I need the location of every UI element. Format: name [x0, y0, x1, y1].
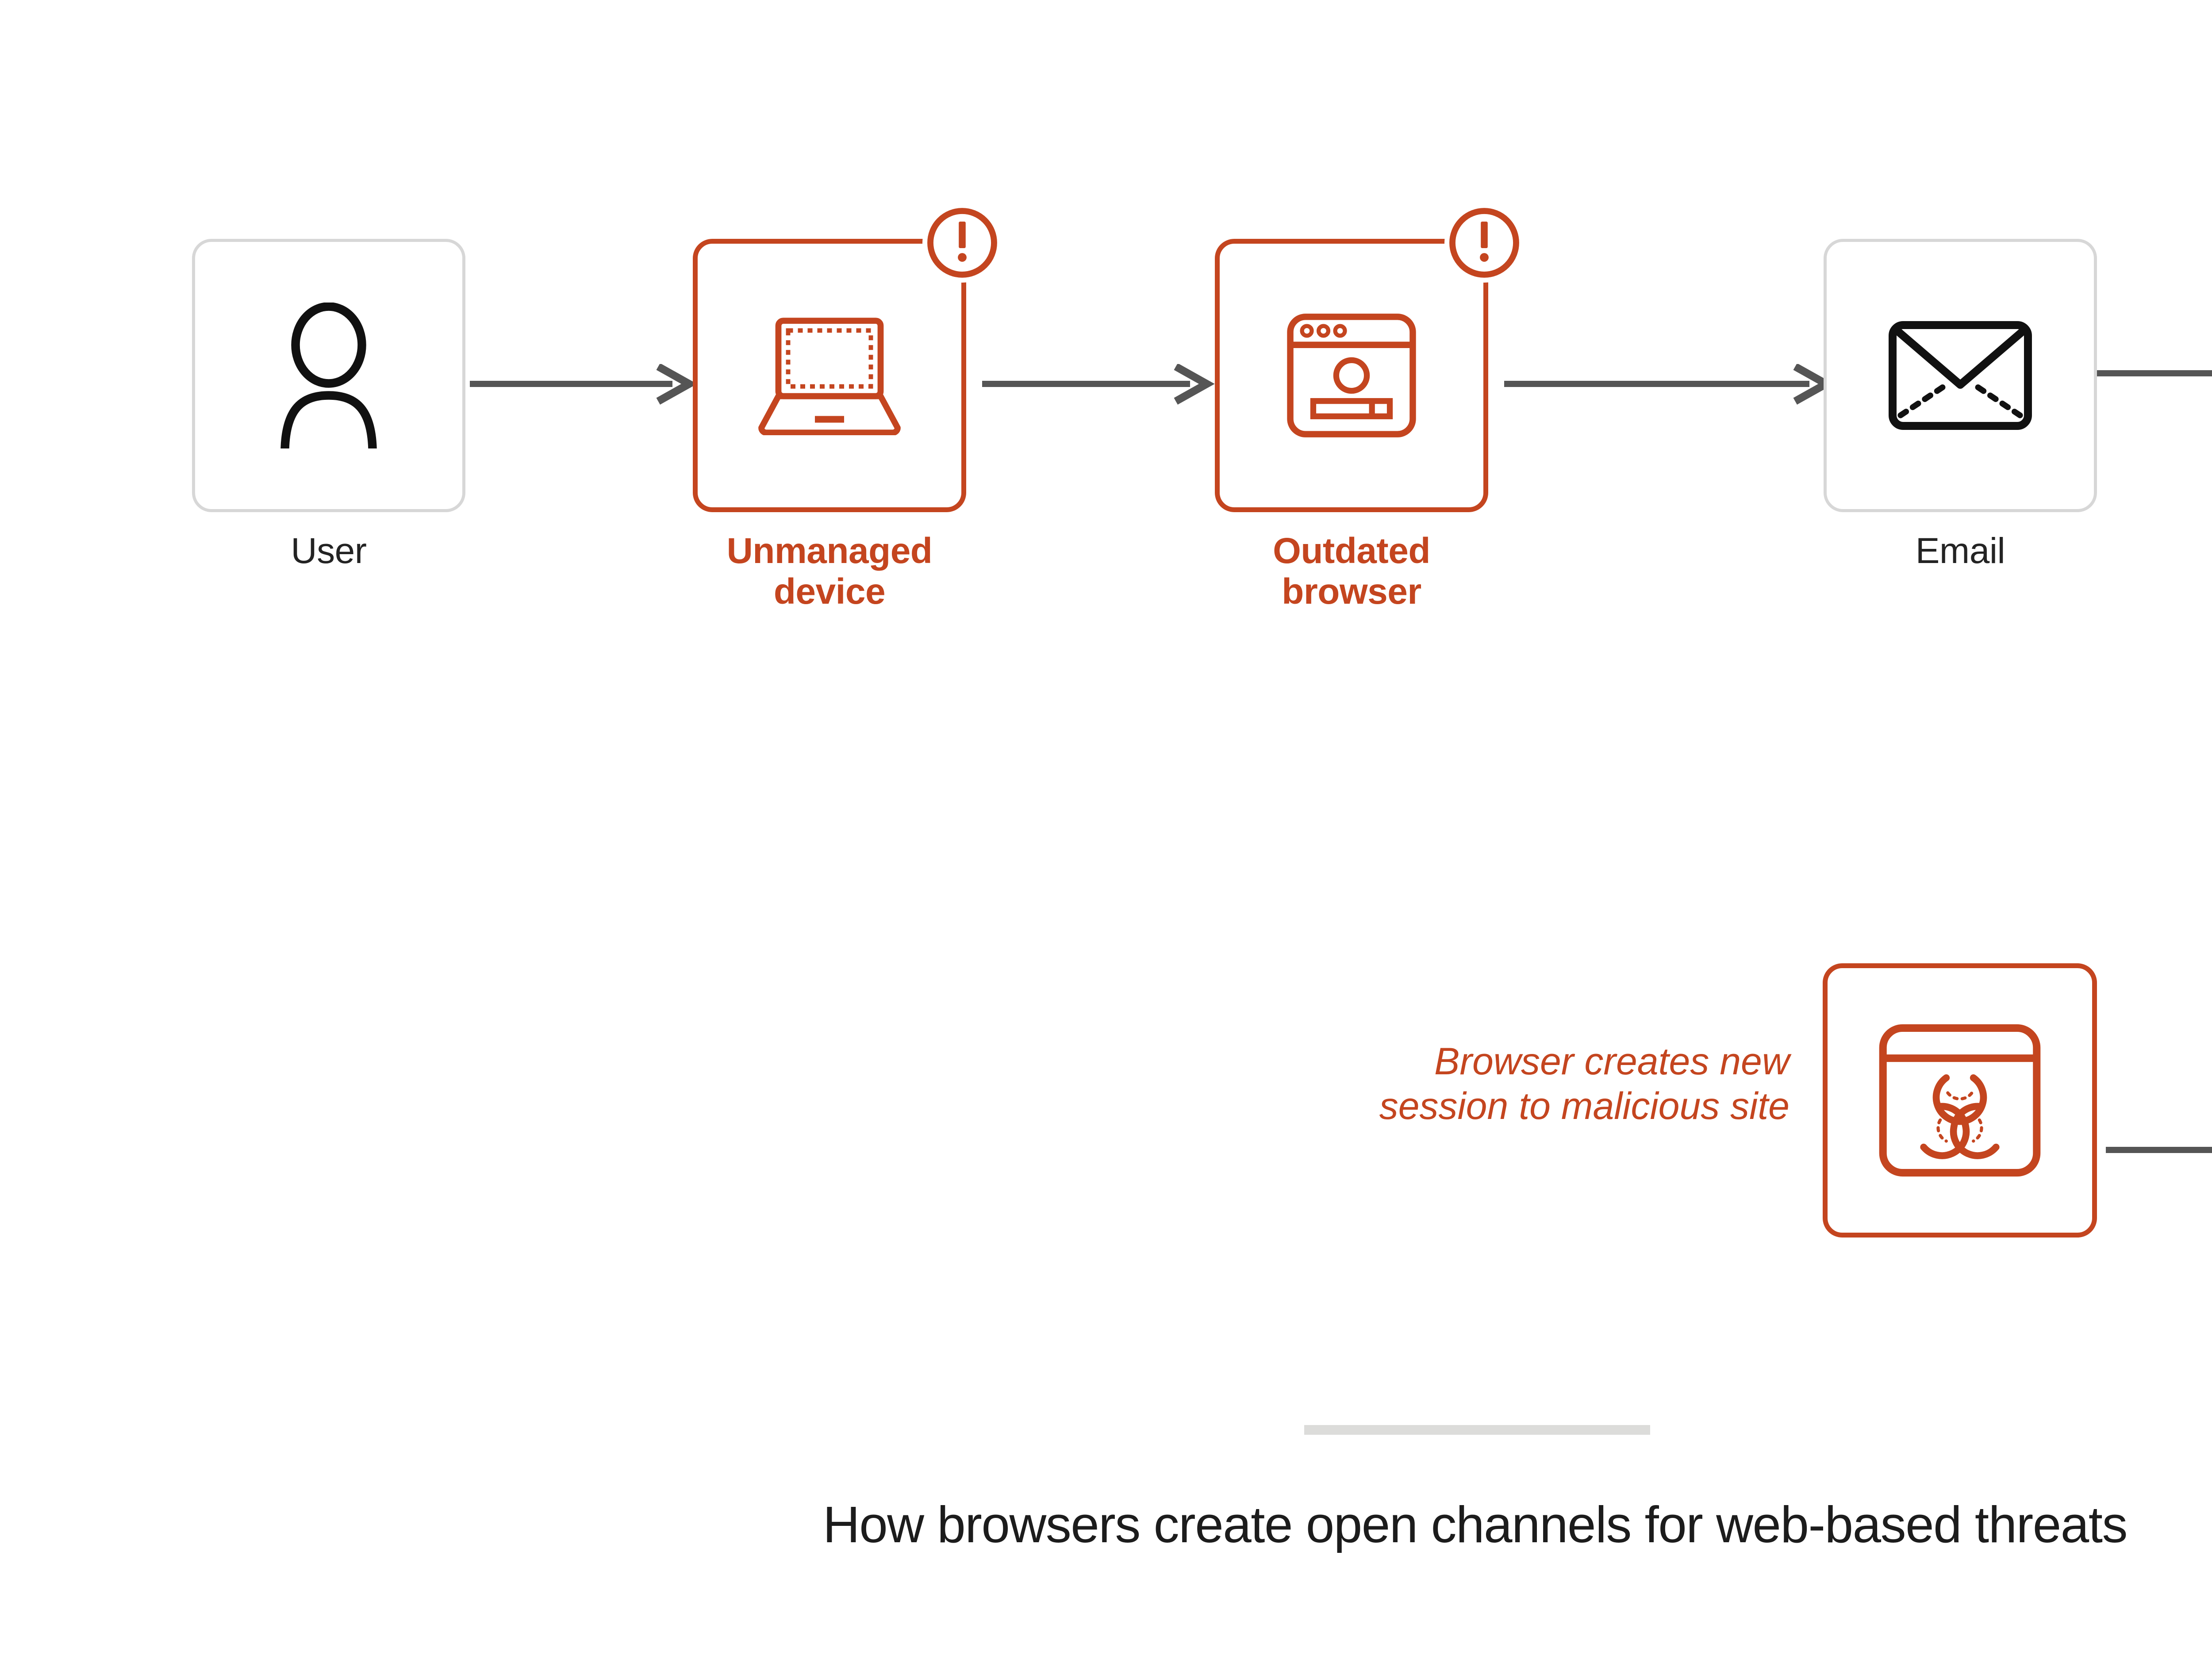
page-caption: How browsers create open channels for we…	[823, 1496, 2128, 1553]
connector-phishing-to-malicious	[2106, 1147, 2212, 1153]
browser-window-icon	[1287, 314, 1416, 437]
node-unmanaged-device[interactable]: Unmanaged device	[693, 203, 1002, 612]
node-label-outdated-browser: Outdated browser	[1273, 531, 1430, 612]
connector-email-to-phishing	[2097, 370, 2212, 376]
node-label-user: User	[291, 531, 367, 571]
node-outdated-browser[interactable]: Outdated browser	[1215, 203, 1524, 612]
node-label-email: Email	[1915, 531, 2005, 571]
caption-divider	[1304, 1425, 1650, 1435]
biohazard-browser-icon	[1879, 1024, 2041, 1177]
email-card[interactable]	[1824, 239, 2097, 512]
envelope-icon	[1889, 321, 2032, 430]
malicious-site-card[interactable]	[1823, 963, 2097, 1238]
unmanaged-device-card[interactable]	[693, 203, 1002, 512]
annotation-malicious-session: Browser creates new session to malicious…	[1379, 1040, 1790, 1128]
node-label-unmanaged-device: Unmanaged device	[726, 531, 933, 612]
person-icon	[280, 303, 377, 448]
node-user[interactable]: User	[192, 239, 465, 571]
node-malicious-site[interactable]	[1823, 963, 2097, 1238]
user-card[interactable]	[192, 239, 465, 512]
warning-exclamation-icon	[1449, 208, 1519, 278]
warning-badge	[1444, 203, 1524, 283]
laptop-icon	[758, 318, 901, 435]
outdated-browser-card[interactable]	[1215, 203, 1524, 512]
node-email[interactable]: Email	[1824, 239, 2097, 571]
warning-badge	[922, 203, 1002, 283]
warning-exclamation-icon	[927, 208, 997, 278]
